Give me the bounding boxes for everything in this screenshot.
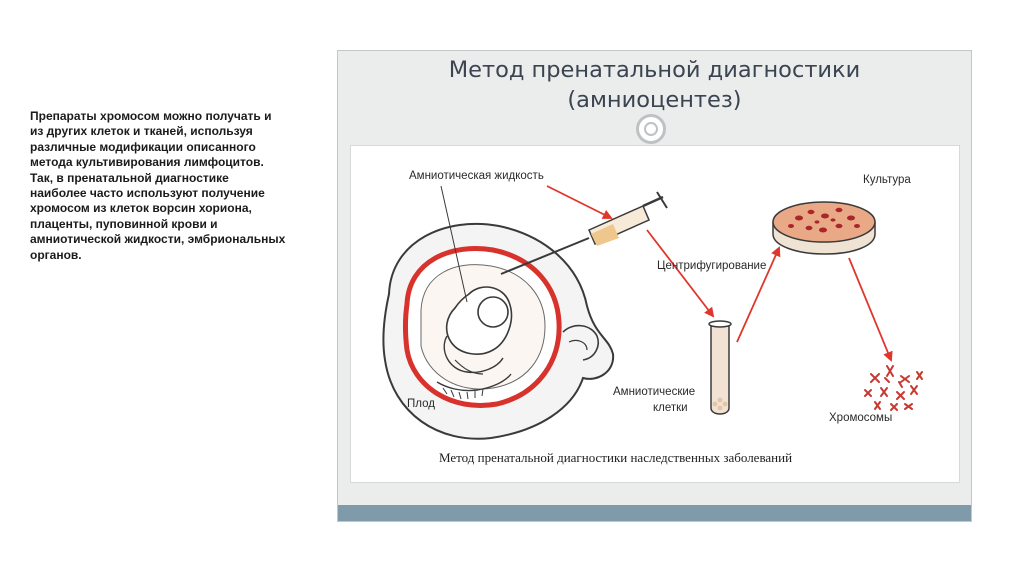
label-centrifugation: Центрифугирование (657, 260, 766, 272)
slide-title-line1: Метод пренатальной диагностики (338, 55, 971, 85)
arrow-to-tube (647, 230, 713, 316)
chromosomes-illustration (865, 366, 922, 410)
label-amniotic-cells-2: клетки (653, 402, 688, 414)
decorative-ring-icon (636, 114, 666, 144)
arrow-to-syringe (547, 186, 611, 218)
figure-caption: Метод пренатальной диагностики наследств… (439, 450, 792, 466)
side-text: Препараты хромосом можно получать и из д… (30, 109, 288, 263)
label-amniotic-fluid: Амниотическая жидкость (409, 170, 544, 182)
slide-footer-bar (338, 505, 971, 521)
slide-panel: Метод пренатальной диагностики (амниоцен… (337, 50, 972, 522)
label-chromosomes: Хромосомы (829, 412, 892, 424)
amniocentesis-figure: Амниотическая жидкость Культура Центрифу… (350, 145, 960, 483)
label-fetus: Плод (407, 398, 435, 410)
slide-title: Метод пренатальной диагностики (амниоцен… (338, 55, 971, 115)
test-tube-illustration (709, 321, 731, 414)
label-culture: Культура (863, 174, 911, 186)
arrow-to-chromosomes (849, 258, 891, 360)
label-amniotic-cells-1: Амниотические (613, 386, 695, 398)
slide-title-line2: (амниоцентез) (338, 85, 971, 115)
amniocentesis-diagram (351, 146, 959, 482)
petri-dish-illustration (773, 202, 875, 254)
